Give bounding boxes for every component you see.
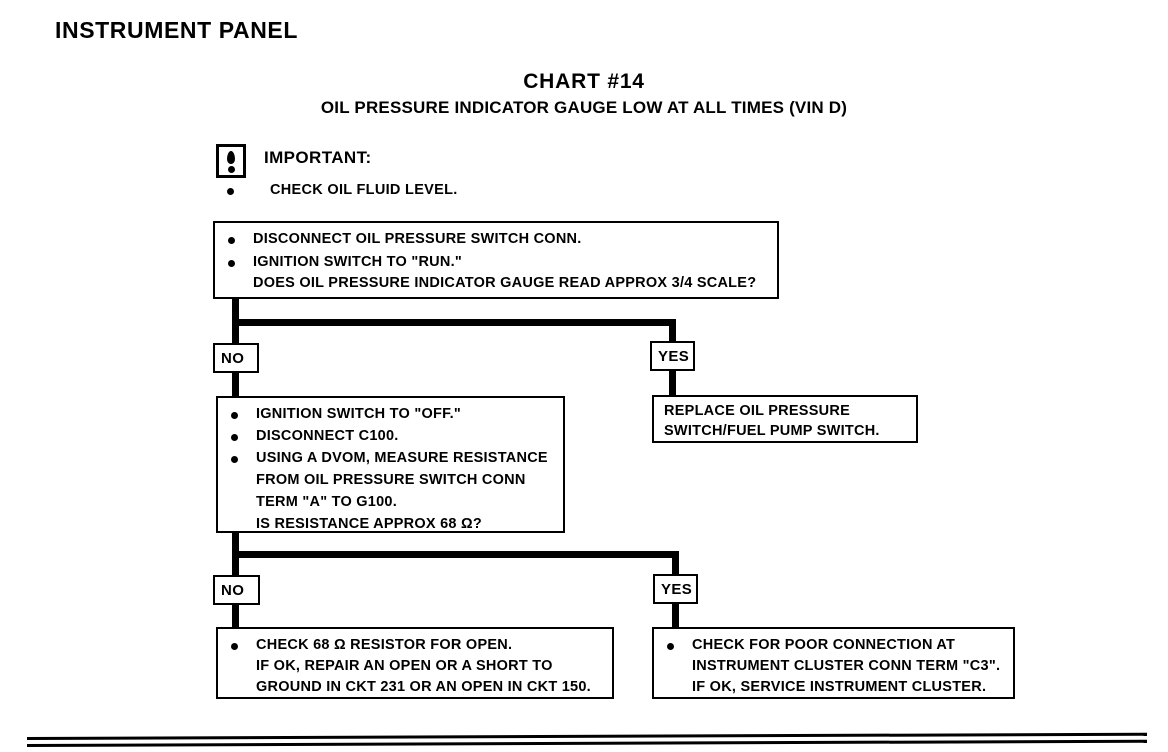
connector-branch1-horizontal [232,319,676,326]
result-resistor-line-3: GROUND IN CKT 231 OR AN OPEN IN CKT 150. [256,679,591,695]
step-2-box: IGNITION SWITCH TO "OFF." DISCONNECT C10… [216,396,565,533]
connector-yes1-to-result [669,371,676,395]
connector-no1-to-step2 [232,373,239,397]
bullet-icon [231,643,238,650]
exclamation-in-box-icon [216,144,246,178]
exclamation-body [227,151,235,164]
footer-rule-bottom [26,739,1147,747]
result-connection-line-1: CHECK FOR POOR CONNECTION AT [692,637,956,653]
result-connection-line-2: INSTRUMENT CLUSTER CONN TERM "C3". [692,658,1001,674]
branch-2-yes-label: YES [653,574,698,604]
result-replace-switch-box: REPLACE OIL PRESSURE SWITCH/FUEL PUMP SW… [652,395,918,443]
branch-1-yes-label: YES [650,341,695,371]
result-replace-line-1: REPLACE OIL PRESSURE [664,403,851,419]
chart-subtitle: OIL PRESSURE INDICATOR GAUGE LOW AT ALL … [320,98,848,117]
important-bullet-text: CHECK OIL FLUID LEVEL. [270,182,458,198]
step-2-line-3: USING A DVOM, MEASURE RESISTANCE [256,450,548,466]
exclamation-dot [227,166,235,173]
bullet-icon [231,434,238,441]
connector-branch2-horizontal [232,551,679,558]
connector-branch2-yes-stem [672,551,679,575]
step-2-line-4: FROM OIL PRESSURE SWITCH CONN [256,472,526,488]
result-replace-line-2: SWITCH/FUEL PUMP SWITCH. [664,423,880,439]
step-1-line-1: DISCONNECT OIL PRESSURE SWITCH CONN. [253,231,582,247]
connector-no2-to-result [232,605,239,629]
bullet-icon [228,237,235,244]
result-connection-line-3: IF OK, SERVICE INSTRUMENT CLUSTER. [692,679,987,695]
page-title: INSTRUMENT PANEL [55,17,299,43]
bullet-icon [231,412,238,419]
connector-branch1-yes-stem [669,319,676,342]
bullet-icon [227,188,234,195]
step-1-box: DISCONNECT OIL PRESSURE SWITCH CONN. IGN… [213,221,779,299]
chart-number-title: CHART #14 [523,70,645,93]
step-2-line-2: DISCONNECT C100. [256,428,399,444]
step-1-line-2: IGNITION SWITCH TO "RUN." [253,254,463,270]
bullet-icon [667,643,674,650]
footer-rule-top [26,732,1147,740]
branch-2-no-label: NO [213,575,260,605]
step-2-line-1: IGNITION SWITCH TO "OFF." [256,406,462,422]
result-resistor-line-2: IF OK, REPAIR AN OPEN OR A SHORT TO [256,658,553,674]
bullet-icon [231,456,238,463]
result-check-connection-box: CHECK FOR POOR CONNECTION AT INSTRUMENT … [652,627,1015,699]
step-1-line-3: DOES OIL PRESSURE INDICATOR GAUGE READ A… [253,275,757,291]
connector-yes2-to-result [672,604,679,628]
result-resistor-line-1: CHECK 68 Ω RESISTOR FOR OPEN. [256,637,513,653]
important-label: IMPORTANT: [264,148,372,167]
bullet-icon [228,260,235,267]
step-2-line-6: IS RESISTANCE APPROX 68 Ω? [256,516,483,532]
branch-1-no-label: NO [213,343,259,373]
step-2-line-5: TERM "A" TO G100. [256,494,398,510]
result-check-resistor-box: CHECK 68 Ω RESISTOR FOR OPEN. IF OK, REP… [216,627,614,699]
